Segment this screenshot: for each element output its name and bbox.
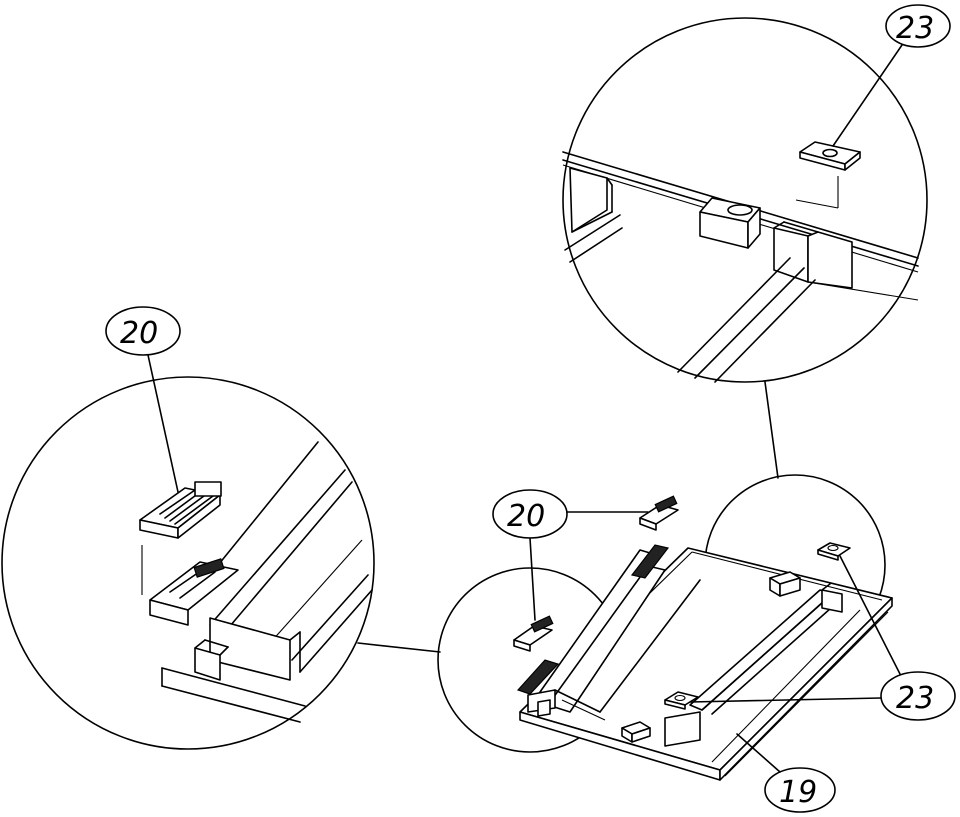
leader-line-left-detail — [357, 642, 441, 653]
callout-label-19: 19 — [779, 775, 817, 810]
callout-20-center: 20 — [492, 489, 649, 621]
callout-label-20-left: 20 — [120, 316, 158, 351]
callout-20-left: 20 — [105, 306, 181, 493]
callout-label-23-right: 23 — [896, 681, 934, 716]
callout-19-tray: 19 — [736, 733, 836, 813]
detail-view-clip-top — [562, 17, 928, 383]
main-tray-assembly — [437, 474, 893, 781]
callout-label-23-top: 23 — [896, 11, 934, 46]
leader-line-top-detail — [764, 381, 779, 479]
callout-23-right: 23 — [689, 555, 956, 721]
callout-label-20-center: 20 — [507, 499, 545, 534]
detail-view-latch-left — [1, 376, 375, 750]
callout-23-top: 23 — [832, 4, 951, 147]
